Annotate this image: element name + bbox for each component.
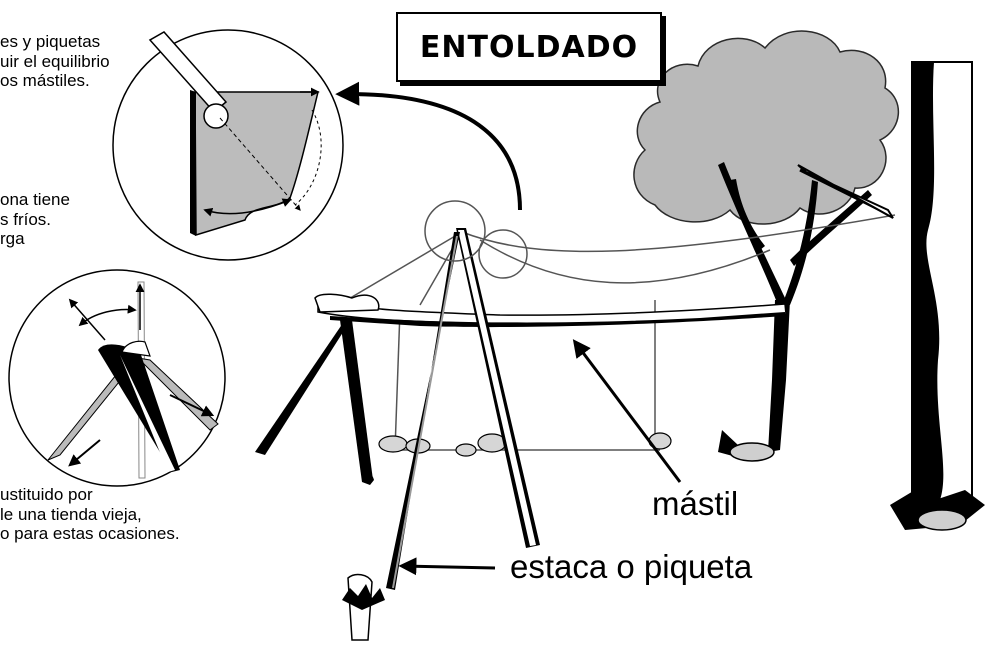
stake-pointer-arrow	[398, 557, 496, 576]
right-post	[890, 61, 985, 531]
magnifier-bottom	[8, 269, 226, 487]
label-mast: mástil	[652, 485, 739, 522]
mast-pointer-arrow	[572, 339, 682, 483]
note-middle-line2: s fríos.	[0, 209, 52, 229]
title-text: ENTOLDADO	[419, 29, 639, 65]
note-top: es y piquetas uir el equilibrio os másti…	[0, 32, 110, 91]
note-top-line3: os mástiles.	[0, 71, 90, 91]
highlight-circle-right	[478, 229, 528, 279]
main-stake-diagonal	[386, 228, 540, 590]
title-box: ENTOLDADO	[396, 12, 662, 82]
tree-base-rock	[729, 442, 775, 462]
tree-foliage	[633, 30, 900, 225]
note-bottom-line1: ustituido por	[0, 485, 93, 504]
note-middle-line3: rga	[0, 229, 25, 249]
highlight-circle-top	[424, 200, 486, 262]
note-bottom: ustituido por le una tienda vieja, o par…	[0, 485, 180, 544]
note-top-line2: uir el equilibrio	[0, 51, 110, 71]
note-middle-line1: ona tiene	[0, 190, 70, 209]
tarp-outline	[329, 214, 896, 451]
ground-rocks	[378, 432, 672, 457]
ridge-pole	[314, 293, 787, 328]
note-bottom-line3: o para estas ocasiones.	[0, 524, 180, 544]
callout-arrow	[335, 81, 522, 211]
note-middle: ona tiene s fríos. rga	[0, 190, 70, 249]
magnifier-top	[112, 29, 344, 261]
note-top-line1: es y piquetas	[0, 32, 101, 51]
left-supports	[255, 318, 374, 485]
label-stake: estaca o piqueta	[510, 548, 753, 585]
ground-stake	[342, 573, 385, 641]
note-bottom-line2: le una tienda vieja,	[0, 504, 142, 524]
